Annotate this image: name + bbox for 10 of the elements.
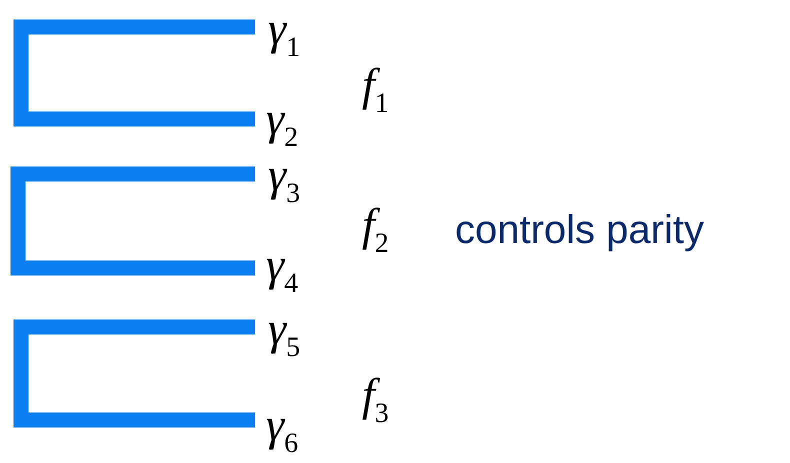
math-symbol: γ$_{3}$ [268, 152, 300, 208]
math-symbol: f$_{1}$ [362, 62, 389, 118]
math-symbol: γ$_{1}$ [268, 6, 300, 62]
math-symbol: f$_{3}$ [362, 372, 389, 428]
math-symbol: γ$_{4}$ [266, 242, 298, 298]
math-symbol: γ$_{5}$ [268, 306, 300, 362]
math-symbol: γ$_{2}$ [266, 96, 298, 152]
note-text: controls parity [455, 210, 704, 250]
math-symbol: f$_{2}$ [362, 202, 389, 258]
math-symbol: γ$_{6}$ [266, 402, 298, 458]
